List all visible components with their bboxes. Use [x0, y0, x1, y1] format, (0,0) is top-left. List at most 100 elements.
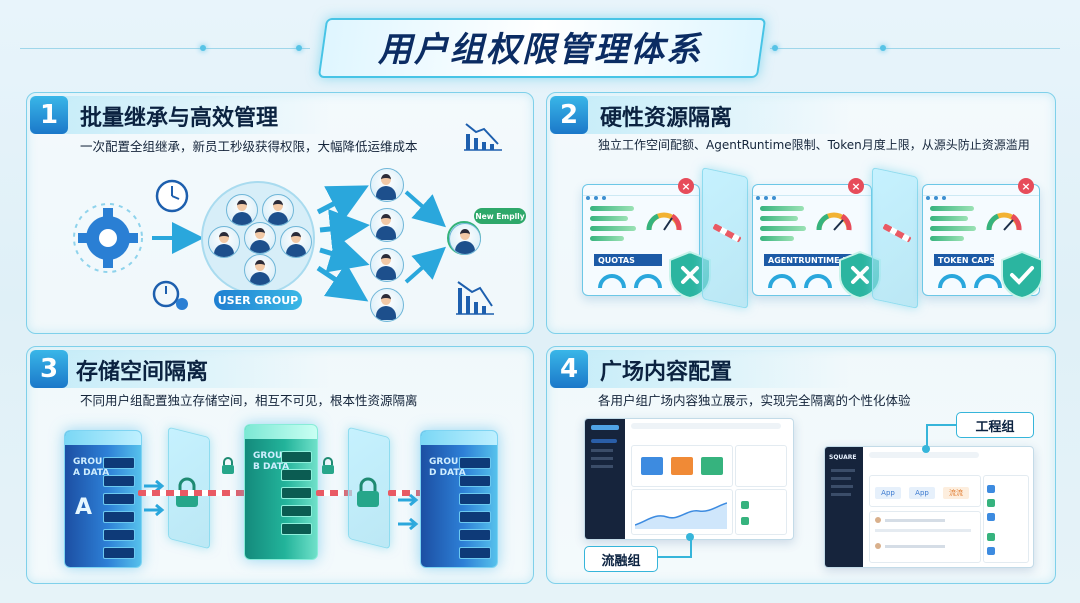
agentruntime-limits-label: AGENTRUNTIME LIMITS — [764, 254, 873, 266]
section-description: 一次配置全组继承，新员工秒级获得权限，大幅降低运维成本 — [80, 139, 418, 154]
bg-node — [200, 45, 206, 51]
server-label: D DATA — [429, 468, 466, 478]
lock-icon — [357, 477, 379, 507]
limit-bar — [760, 206, 804, 211]
server-label: B DATA — [253, 462, 290, 472]
cap-bar — [930, 206, 974, 211]
tag-connector-dot — [686, 533, 694, 541]
app-brand: SQUARE — [829, 454, 857, 461]
app-tile: 流流 — [943, 487, 969, 499]
lock-icon — [322, 457, 334, 474]
app-tile — [671, 457, 693, 475]
section-number: 4 — [550, 350, 588, 388]
employee-avatar — [370, 288, 404, 322]
limit-bar — [760, 226, 806, 231]
lock-icon — [222, 457, 234, 474]
stopwatch-gear-icon — [152, 280, 188, 310]
gauge-icon — [986, 212, 1022, 231]
panel-header-band — [550, 350, 850, 388]
bg-node — [296, 45, 302, 51]
bg-node — [772, 45, 778, 51]
bg-node — [880, 45, 886, 51]
tag-connector — [926, 424, 956, 426]
cap-bar — [930, 216, 968, 221]
mini-gauges — [938, 274, 1002, 289]
server-label: GROUP — [73, 457, 109, 467]
square-app-preview-left — [584, 418, 794, 540]
section-number: 2 — [550, 96, 588, 134]
app-logo — [591, 425, 619, 430]
panel-header-band — [30, 96, 330, 134]
section-number: 1 — [30, 96, 68, 134]
mini-gauges — [768, 274, 832, 289]
gear-icon — [73, 203, 143, 273]
tag-connector — [656, 556, 692, 558]
shield-check-icon — [1001, 250, 1043, 300]
close-icon: × — [678, 178, 694, 194]
page-title: 用户组权限管理体系 — [378, 29, 702, 70]
clock-icon — [155, 179, 189, 213]
token-caps-label: TOKEN CAPS — [934, 254, 995, 266]
hazard-stripe — [138, 490, 248, 496]
hazard-stripe — [316, 490, 358, 496]
new-employee-badge: New Emplly — [474, 208, 526, 224]
tag-connector — [926, 424, 928, 450]
server-label: GROUP — [253, 451, 289, 461]
mini-gauges — [598, 274, 662, 289]
quota-bar — [590, 216, 628, 221]
quota-bar — [590, 236, 624, 241]
tag-connector-dot — [922, 445, 930, 453]
user-group-label: USER GROUP — [214, 290, 302, 310]
tag-connector — [690, 536, 692, 556]
line-chart-preview — [635, 502, 727, 529]
server-label: GROUP — [429, 457, 465, 467]
engineering-group-tag: 工程组 — [956, 412, 1034, 438]
bg-circuit-line — [770, 48, 1060, 49]
new-employee-avatar — [449, 223, 481, 255]
app-search-bar — [631, 423, 781, 429]
data-arrows — [144, 480, 165, 517]
decline-chart-icon — [464, 123, 502, 151]
app-tile: App — [875, 487, 901, 499]
employee-avatar — [370, 208, 404, 242]
section-number: 3 — [30, 350, 68, 388]
close-icon: × — [1018, 178, 1034, 194]
data-arrows — [398, 493, 419, 531]
panel-header-band — [30, 350, 330, 388]
section-title: 存储空间隔离 — [76, 360, 209, 385]
server-label: A DATA — [73, 468, 110, 478]
section-title: 广场内容配置 — [600, 360, 733, 385]
gauge-icon — [816, 212, 852, 231]
server-mark: A — [75, 495, 93, 520]
group-member-avatar — [244, 222, 276, 254]
square-app-preview-right: SQUARE App App 流流 — [824, 446, 1034, 568]
group-member-avatar — [208, 226, 240, 258]
app-tile — [701, 457, 723, 475]
app-tile: App — [909, 487, 935, 499]
section-description: 不同用户组配置独立存储空间，相互不可见，根本性资源隔离 — [80, 393, 418, 408]
app-search-bar — [869, 452, 979, 458]
cap-bar — [930, 226, 976, 231]
section-description: 各用户组广场内容独立展示，实现完全隔离的个性化体验 — [598, 393, 911, 408]
section-title: 硬性资源隔离 — [600, 106, 733, 131]
gauge-icon — [646, 212, 682, 231]
section-title: 批量继承与高效管理 — [80, 106, 279, 131]
cap-bar — [930, 236, 964, 241]
hazard-stripe — [388, 490, 422, 496]
quota-bar — [590, 206, 634, 211]
finance-group-tag: 流融组 — [584, 546, 658, 572]
app-tile — [641, 457, 663, 475]
group-member-avatar — [244, 254, 276, 286]
quota-bar — [590, 226, 636, 231]
employee-avatar — [370, 248, 404, 282]
limit-bar — [760, 236, 794, 241]
section-description: 独立工作空间配额、AgentRuntime限制、Token月度上限，从源头防止资… — [598, 138, 1030, 152]
group-member-avatar — [262, 194, 294, 226]
panel-header-band — [550, 96, 850, 134]
group-member-avatar — [226, 194, 258, 226]
group-member-avatar — [280, 226, 312, 258]
decline-chart-icon — [456, 281, 494, 315]
